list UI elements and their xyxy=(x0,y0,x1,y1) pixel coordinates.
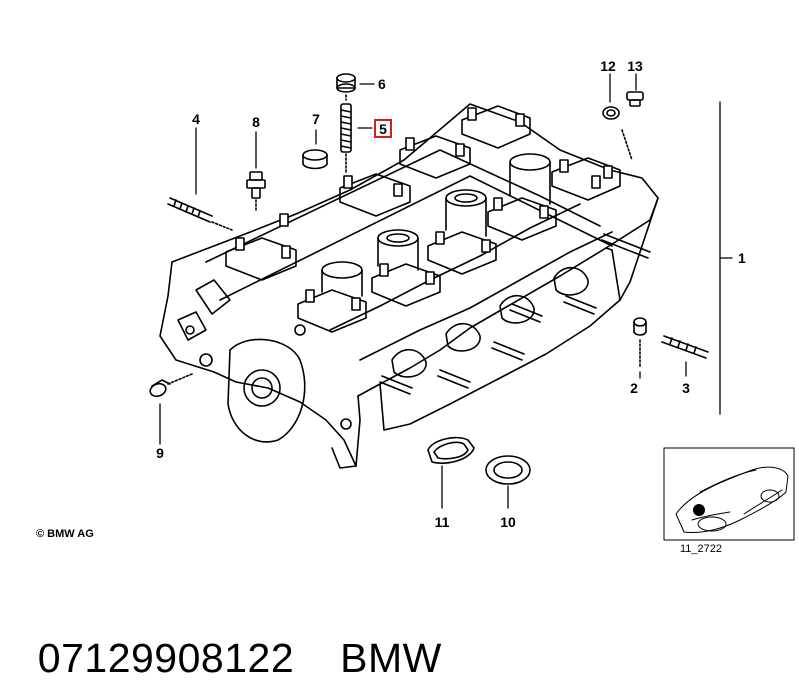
exhaust-gasket-part xyxy=(427,436,475,464)
part-number: 07129908122 xyxy=(37,635,295,681)
location-marker-icon xyxy=(693,504,705,516)
callout-6: 6 xyxy=(378,76,386,92)
stud-left-part xyxy=(167,197,233,231)
callout-10: 10 xyxy=(500,514,516,530)
brand-name: BMW xyxy=(340,635,442,681)
vehicle-inset xyxy=(663,447,795,541)
callout-12: 12 xyxy=(600,58,616,74)
stud-right-part xyxy=(661,335,709,359)
callout-13: 13 xyxy=(627,58,643,74)
sleeve-nut-part xyxy=(336,73,356,101)
callout-9: 9 xyxy=(156,445,164,461)
callout-8: 8 xyxy=(252,114,260,130)
cap-studs xyxy=(235,107,613,311)
part-caption: 07129908122 BMW xyxy=(14,588,442,682)
leader-lines xyxy=(159,73,733,509)
cylinder-head xyxy=(159,103,659,469)
highlight-box xyxy=(374,119,392,138)
callout-labels: 1 2 3 4 5 6 7 8 9 10 11 12 13 xyxy=(156,58,746,530)
exhaust-studs xyxy=(379,233,651,395)
valve-towers xyxy=(321,153,551,297)
callout-1: 1 xyxy=(738,250,746,266)
sleeve-part xyxy=(633,317,647,367)
callout-3: 3 xyxy=(682,380,690,396)
inset-frame xyxy=(663,447,795,541)
callout-11: 11 xyxy=(435,514,450,530)
sealing-ring-part xyxy=(602,106,620,120)
callout-2: 2 xyxy=(630,380,638,396)
inset-code: 11_2722 xyxy=(680,543,722,555)
long-stud-part xyxy=(340,103,352,175)
copyright-text: © BMW AG xyxy=(36,528,94,540)
bearing-caps xyxy=(225,105,621,333)
screw-plug-part xyxy=(621,91,644,161)
callout-5: 5 xyxy=(379,121,387,137)
gasket-ring-part xyxy=(485,455,531,485)
bushing-part xyxy=(302,149,328,170)
callout-4: 4 xyxy=(192,111,200,127)
sealing-plug-part xyxy=(149,373,193,398)
dowel-stud-part xyxy=(246,171,266,211)
callout-7: 7 xyxy=(312,111,320,127)
